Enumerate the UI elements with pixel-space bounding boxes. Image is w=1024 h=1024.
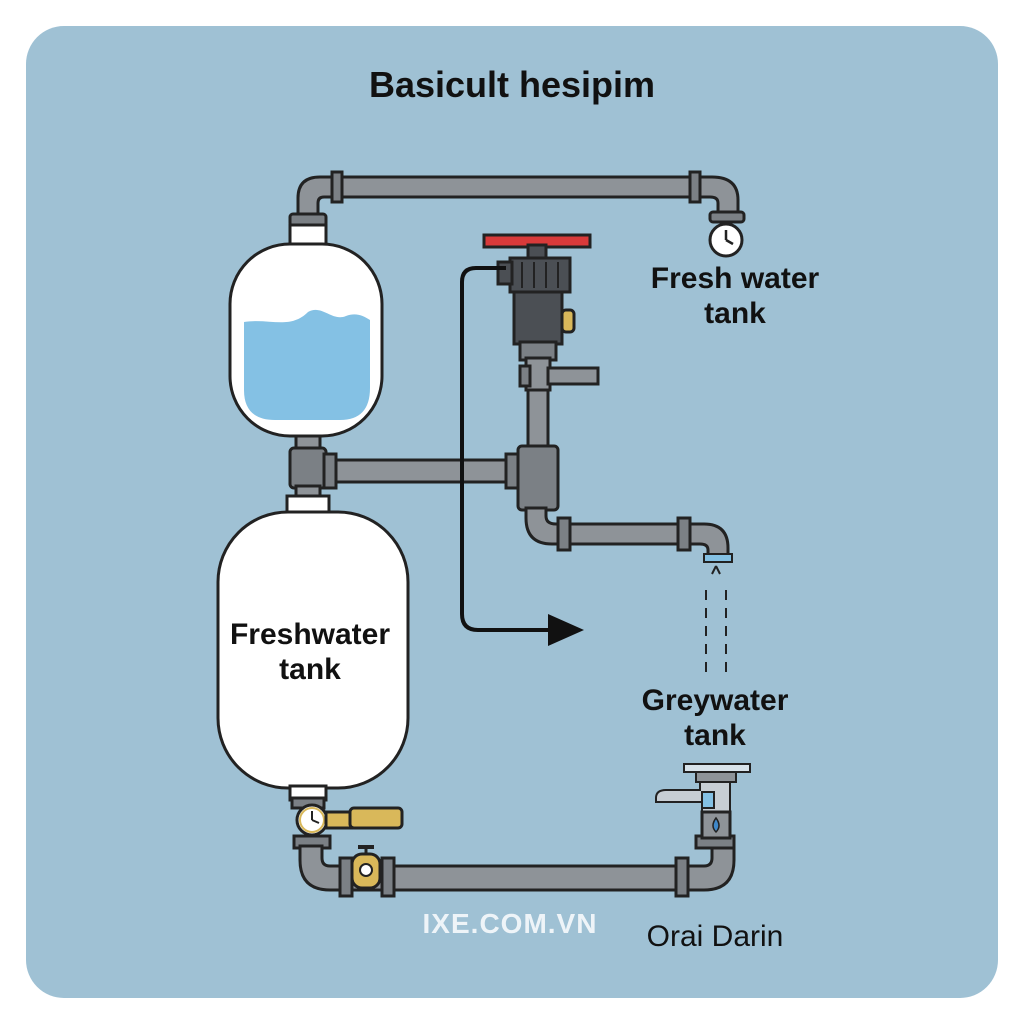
shutoff-valve: [482, 233, 600, 450]
watermark: IXE.COM.VN: [422, 908, 598, 939]
drain-label: Orai Darin: [646, 920, 784, 953]
greywater-tank-label-line2: tank: [684, 718, 746, 752]
ball-valve-icon: [350, 845, 382, 890]
flow-arrow: [460, 266, 584, 646]
upper-water-tank: [228, 223, 384, 438]
bottom-drain-pipe: [290, 796, 736, 898]
freshwater-tank-label-line2: tank: [279, 652, 341, 686]
fresh-water-tank-label-line2: tank: [704, 296, 766, 330]
greywater-tank-label: Greywater tank: [600, 684, 830, 753]
gauge-clock-icon: [708, 222, 744, 258]
freshwater-tank-label-line1: Freshwater: [229, 618, 391, 651]
greywater-faucet: [655, 763, 751, 840]
tee-and-outlet-pipe: [516, 444, 733, 680]
diagram-title: Basicult hesipim: [368, 64, 656, 105]
fresh-water-tank-label-line1: Fresh water: [650, 262, 820, 295]
fresh-water-tank-label: Fresh water tank: [620, 262, 850, 331]
top-supply-pipe: [288, 170, 746, 228]
freshwater-tank: [216, 494, 410, 802]
freshwater-tank-label: Freshwater tank: [210, 618, 410, 687]
greywater-tank-label-line1: Greywater: [641, 684, 789, 717]
middle-pipe: [322, 452, 522, 490]
tank-connector: [288, 434, 328, 500]
